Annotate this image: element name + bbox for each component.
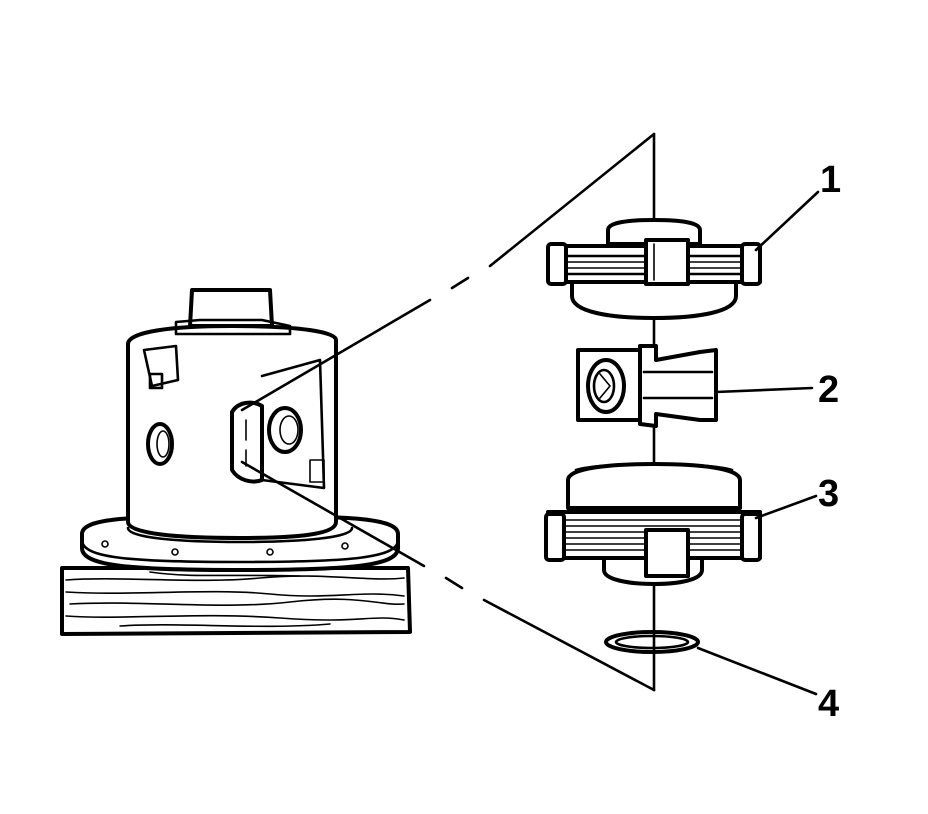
part-3-clutch-pack xyxy=(544,462,762,586)
leader-line-1 xyxy=(754,190,820,252)
part-1-upper-cup xyxy=(546,218,762,320)
callout-4: 4 xyxy=(818,683,839,725)
callout-1: 1 xyxy=(820,159,841,201)
part-2-center-block xyxy=(576,344,718,428)
callout-3: 3 xyxy=(818,473,839,515)
leader-line-4 xyxy=(696,646,818,696)
leader-line-3 xyxy=(754,494,818,520)
leader-lines xyxy=(696,190,820,696)
part-4-ring xyxy=(604,630,700,654)
callout-2: 2 xyxy=(818,369,839,411)
case-body xyxy=(126,288,338,540)
wooden-block xyxy=(60,566,412,636)
leader-line-2 xyxy=(714,386,814,394)
